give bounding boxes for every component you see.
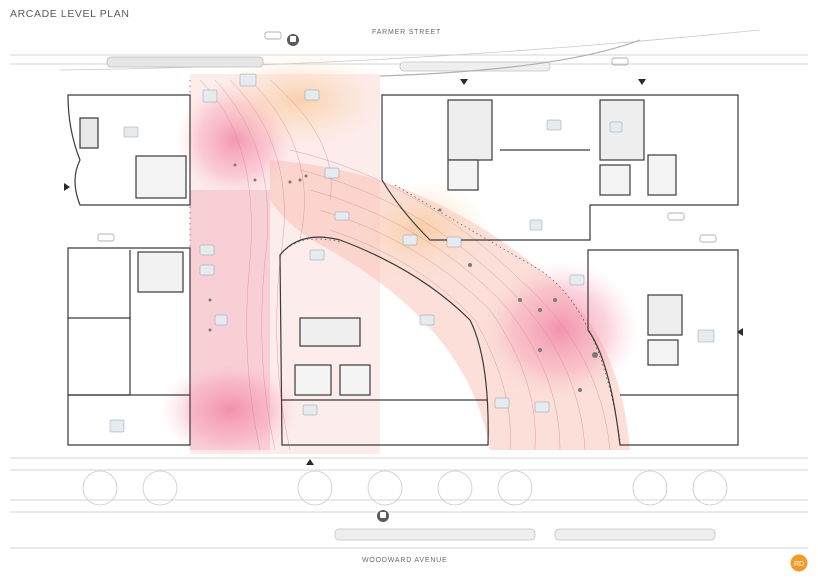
arcade-edge-ticks xyxy=(189,80,621,445)
farmer-street-lines xyxy=(10,29,808,77)
firm-logo-icon: RD xyxy=(790,554,808,572)
annotation-callouts xyxy=(109,73,715,433)
building-west-north xyxy=(67,94,191,206)
street-label-farmer: FARMER STREET xyxy=(372,29,442,36)
building-west-south xyxy=(67,247,191,446)
entrance-arrows xyxy=(64,79,743,465)
building-center-block xyxy=(279,236,489,446)
parked-cars xyxy=(97,31,717,243)
transit-stop-icon-north xyxy=(287,34,299,46)
street-label-woodward: WOODWARD AVENUE xyxy=(362,557,448,564)
flow-contours xyxy=(199,79,611,451)
transit-stop-icon-south xyxy=(377,510,389,522)
building-east-north xyxy=(381,94,739,241)
plan-title: ARCADE LEVEL PLAN xyxy=(10,8,130,20)
firm-logo-text: RD xyxy=(794,561,804,568)
pedestrian-heatmap xyxy=(160,50,640,460)
woodward-avenue-lines xyxy=(10,457,808,549)
furniture-scatter xyxy=(208,163,598,392)
